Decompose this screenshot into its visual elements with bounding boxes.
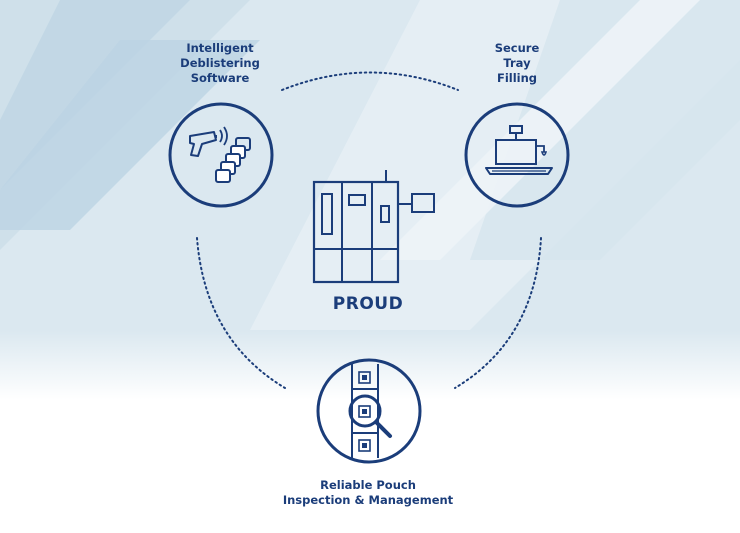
arc-top <box>281 71 459 91</box>
scanner-packages-icon <box>168 102 274 208</box>
pouch-inspection-icon <box>316 358 422 464</box>
tray-filling-station-icon <box>464 102 570 208</box>
label-pouch-line-2: Inspection & Management <box>282 493 454 507</box>
label-tray-line-1: Secure <box>494 41 540 55</box>
label-tray-line-2: Tray <box>503 56 531 70</box>
label-deblistering-line-1: Intelligent <box>186 41 254 55</box>
label-pouch-line-1: Reliable Pouch <box>320 478 416 492</box>
arc-left <box>196 237 286 389</box>
label-deblistering: Intelligent Deblistering Software <box>145 41 295 86</box>
label-deblistering-line-3: Software <box>190 71 250 85</box>
center-title: PROUD <box>332 294 404 314</box>
label-pouch: Reliable Pouch Inspection & Management <box>258 478 478 508</box>
arc-right <box>454 237 542 389</box>
proud-machine-icon <box>312 170 435 284</box>
label-tray: Secure Tray Filling <box>462 41 572 86</box>
label-deblistering-line-2: Deblistering <box>180 56 260 70</box>
label-tray-line-3: Filling <box>496 71 538 85</box>
